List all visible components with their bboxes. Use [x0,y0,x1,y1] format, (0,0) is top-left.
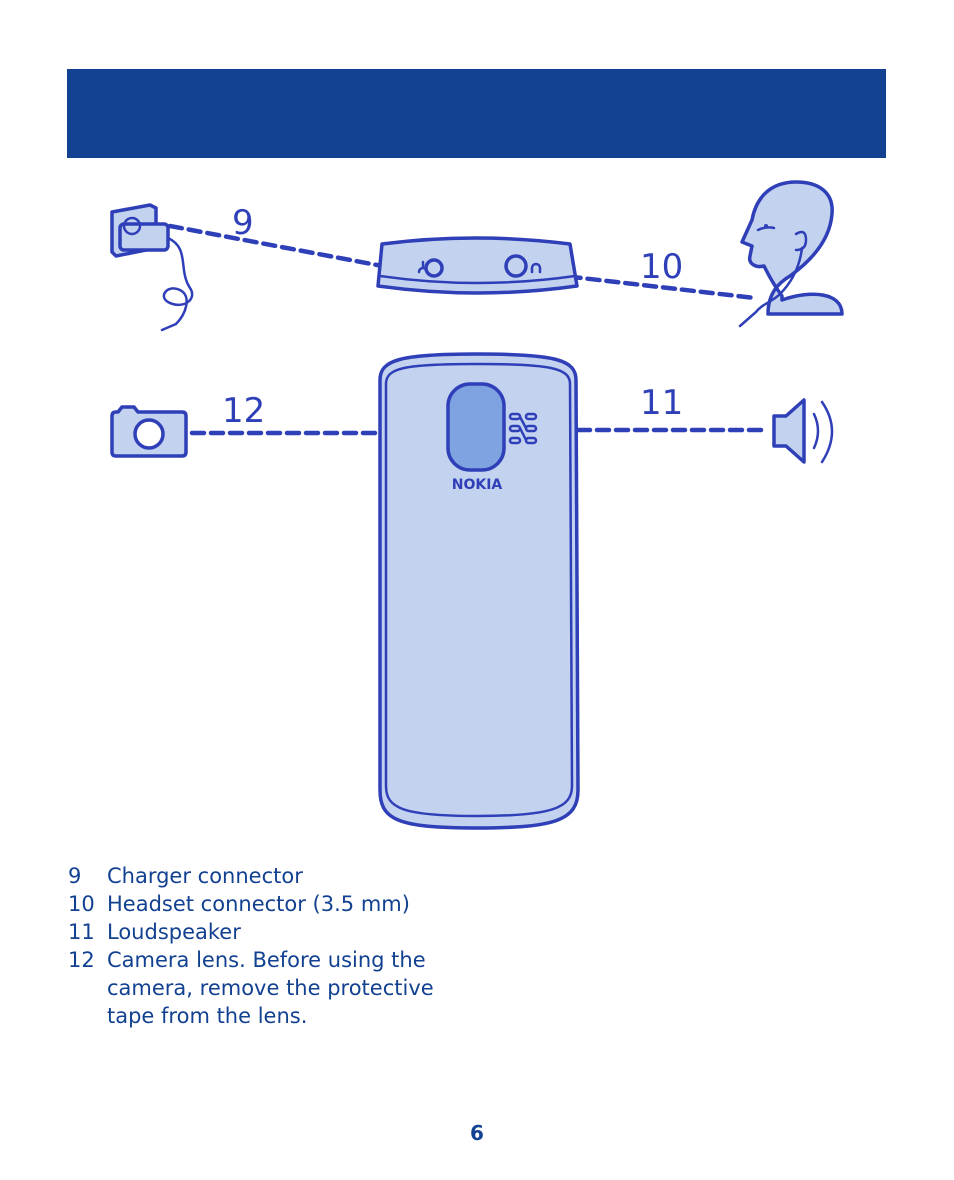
legend: 9 Charger connector 10 Headset connector… [68,862,488,1030]
callout-12: 12 [222,391,265,431]
legend-text: Camera lens. Before using the camera, re… [107,948,434,1028]
legend-item: 12 Camera lens. Before using the camera,… [68,946,488,1030]
loudspeaker-icon [772,398,834,464]
legend-item: 10 Headset connector (3.5 mm) [68,890,488,918]
headset-connector [504,254,528,278]
legend-number: 9 [68,864,82,888]
legend-number: 12 [68,948,95,972]
header-bar [67,69,886,158]
legend-item: 11 Loudspeaker [68,918,488,946]
phone-diagram: NOKIA 9 10 11 12 [110,180,844,830]
legend-number: 10 [68,892,95,916]
legend-text: Loudspeaker [107,920,241,944]
callout-11: 11 [640,383,683,423]
charger-connector [424,258,444,278]
brand-logo: NOKIA [452,477,503,493]
camera-icon [110,405,188,458]
legend-text: Headset connector (3.5 mm) [107,892,410,916]
phone-top-edge [376,236,579,295]
phone-back: NOKIA [378,352,580,830]
callout-10: 10 [640,247,683,287]
charger-icon [110,203,194,332]
callout-9: 9 [232,203,254,243]
legend-item: 9 Charger connector [68,862,488,890]
camera-lens [446,382,506,472]
loudspeaker-grille [508,412,538,445]
person-headset-icon [738,180,844,328]
page-number: 6 [470,1121,484,1145]
legend-number: 11 [68,920,95,944]
legend-text: Charger connector [107,864,303,888]
